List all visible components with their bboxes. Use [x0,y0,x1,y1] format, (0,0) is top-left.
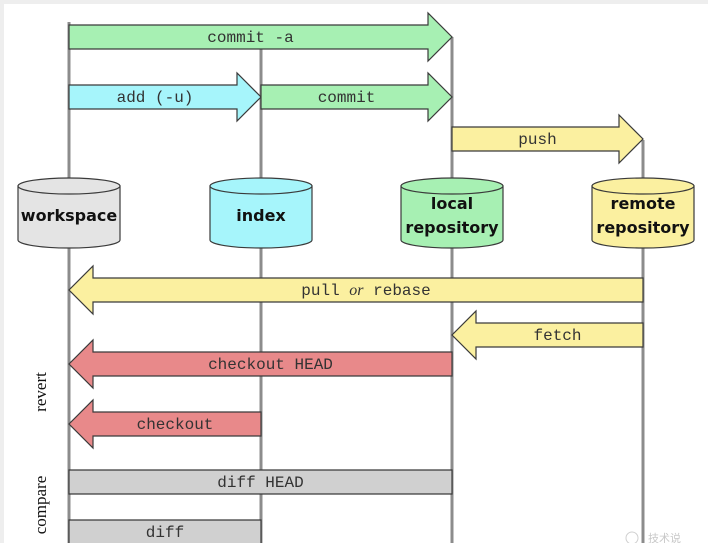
cylinder-body [17,185,121,249]
arrow-label: fetch [533,327,581,345]
arrow-shape [68,264,644,316]
revert-label: revert [31,372,50,412]
arrow-push: push [451,113,644,165]
git-workflow-diagram: commit -a add (-u) commit push pull or rebas… [17,11,695,543]
arrow-add: add (-u) [68,71,262,123]
label-italic-or: or [349,282,364,299]
arrow-shape [451,113,644,165]
arrow-shape [68,469,453,495]
store-workspace: workspace [17,177,121,249]
arrow-fetch: fetch [451,309,644,361]
watermark: 技术说 [625,531,681,543]
arrow-diff-head: diff HEAD [68,469,453,495]
arrow-label: commit -a [207,29,294,47]
arrow-commit-a: commit -a [68,11,453,63]
arrow-shape [451,309,644,361]
compare-label: compare [31,476,50,535]
arrow-label: checkout [137,416,214,434]
store-label: remote [611,194,676,213]
store-label: local [431,194,473,213]
cylinder-body [400,185,504,249]
cylinder-top [591,177,695,195]
arrow-shape [260,71,453,123]
store-label: workspace [21,206,118,225]
watermark-text: 技术说 [648,531,681,543]
arrow-shape [68,519,262,543]
arrow-commit: commit [260,71,453,123]
arrow-shape [68,11,453,63]
arrow-pull-or-rebase: pull or rebase [68,264,644,316]
arrow-label: diff HEAD [217,474,303,492]
diagram-canvas: commit -a add (-u) commit push pull or rebas… [4,4,708,543]
label-part: pull [301,282,349,300]
arrow-label: checkout HEAD [208,356,333,374]
store-label: repository [405,218,499,237]
store-local-repository: local repository [400,177,504,249]
cylinder-body [209,185,313,249]
store-index: index [209,177,313,249]
store-label: repository [596,218,690,237]
arrow-label: diff [146,524,184,542]
arrow-diff: diff [68,519,262,543]
arrow-label: add (-u) [117,89,194,107]
cylinder-top [17,177,121,195]
store-label: index [236,206,286,225]
arrow-label: push [518,131,556,149]
arrow-shape [68,398,262,450]
arrow-shape [68,338,453,390]
arrow-label: pull or rebase [301,282,430,300]
arrow-checkout-head: checkout HEAD [68,338,453,390]
arrow-label: commit [318,89,376,107]
arrow-shape [68,71,262,123]
cylinder-top [400,177,504,195]
store-remote-repository: remote repository [591,177,695,249]
cylinder-top [209,177,313,195]
label-part: rebase [364,282,431,300]
watermark-icon [625,531,639,543]
cylinder-body [591,185,695,249]
arrow-checkout: checkout [68,398,262,450]
